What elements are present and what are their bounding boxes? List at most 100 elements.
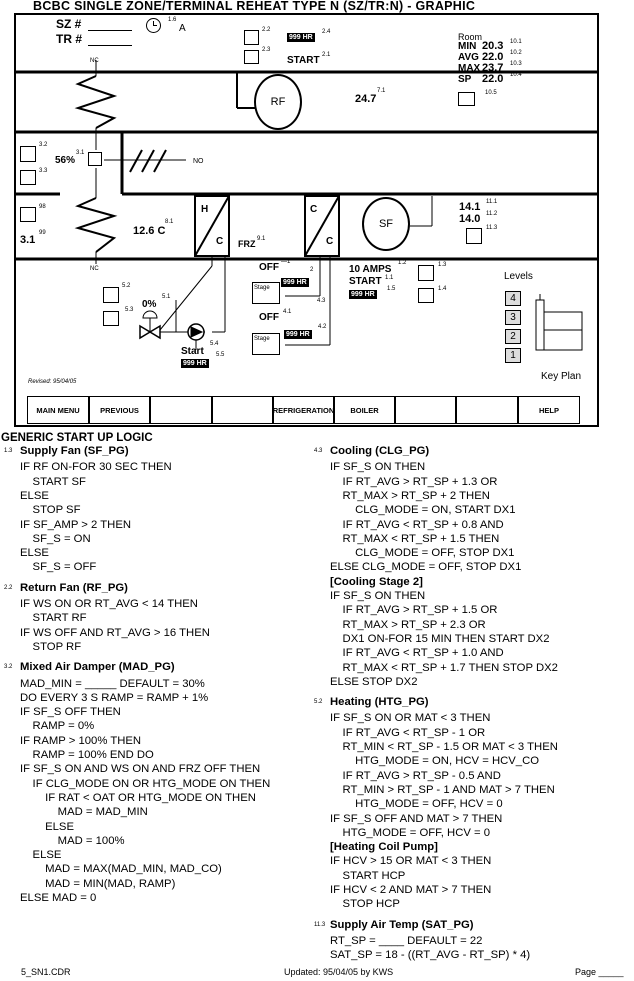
ref-10-5: 10.5	[485, 90, 497, 96]
logic-line: DO EVERY 3 S RAMP = RAMP + 1%	[20, 691, 209, 704]
stage1-runtime: 999 HR	[281, 278, 309, 287]
room-avg-value: 22.0	[482, 51, 504, 63]
logic-line: START RF	[20, 612, 87, 625]
schedule-icon[interactable]	[244, 30, 259, 45]
ref-2-1: 2.1	[322, 52, 331, 58]
logic-line: ELSE	[20, 849, 62, 862]
damper-actuator[interactable]	[88, 152, 102, 166]
section-heading: Cooling (CLG_PG)	[330, 445, 430, 457]
mad-schedule-icon[interactable]	[20, 146, 36, 162]
menu-button-3[interactable]	[150, 396, 212, 424]
boiler-button[interactable]: BOILER	[334, 396, 395, 424]
rf-start-status[interactable]: START	[287, 55, 320, 66]
logic-line: IF RT_AVG > RT_SP - 0.5 AND	[330, 769, 501, 782]
help-button[interactable]: HELP	[518, 396, 580, 424]
logic-line: RAMP = 0%	[20, 720, 95, 733]
logic-line: RT_MIN > RT_SP - 1 AND MAT > 7 THEN	[330, 783, 555, 796]
menu-button-7[interactable]	[395, 396, 456, 424]
logic-line: IF SF_S ON OR MAT < 3 THEN	[330, 712, 491, 725]
tr-field[interactable]	[88, 45, 132, 46]
refrigeration-button[interactable]: REFRIGERATION	[273, 396, 334, 424]
ref-3-2: 3.2	[39, 142, 48, 148]
section-heading: Heating (HTG_PG)	[330, 696, 429, 709]
stage1-box[interactable]: Stage	[252, 282, 280, 304]
logic-line: RT_SP = ____ DEFAULT = 22	[330, 934, 483, 947]
ref-9-1: 9.1	[257, 236, 266, 242]
logic-line: START HCP	[330, 869, 406, 882]
logic-line: ELSE	[20, 547, 49, 560]
clock-icon[interactable]	[146, 18, 161, 33]
ref-5-5: 5.5	[216, 352, 225, 358]
logic-line: SF_S = OFF	[20, 561, 97, 574]
mad-trend-icon[interactable]	[20, 170, 36, 185]
previous-button[interactable]: PREVIOUS	[89, 396, 150, 424]
logic-line: RT_MAX < RT_SP + 1.5 THEN	[330, 532, 500, 545]
logic-line: DX1 ON-FOR 15 MIN THEN START DX2	[330, 632, 550, 645]
room-min-value: 20.3	[482, 40, 504, 52]
room-max-label: MAX	[458, 63, 481, 74]
menu-button-8[interactable]	[456, 396, 518, 424]
supply-fan[interactable]: SF	[362, 197, 410, 251]
logic-line: IF SF_S ON THEN	[330, 461, 426, 474]
return-fan[interactable]: RF	[254, 74, 302, 130]
section-ref: 3.2	[4, 664, 13, 671]
cooling-coil-c: C	[326, 236, 334, 247]
ref-5-4: 5.4	[210, 341, 219, 347]
logic-line: IF RT_AVG < RT_SP + 1.0 AND	[330, 647, 504, 660]
htg-trend-icon[interactable]	[103, 311, 119, 326]
freezestat-label: FRZ	[238, 239, 256, 249]
ref-4-3: 4.3	[317, 298, 326, 304]
outside-air-temp: 3.1	[20, 234, 36, 246]
sz-field[interactable]	[88, 30, 132, 31]
logic-line: RT_MAX > RT_SP + 2.3 OR	[330, 618, 486, 631]
ref-8-1: 8.1	[165, 219, 174, 225]
ref-1-3: 1.3	[438, 262, 447, 268]
ref-11-1: 11.1	[486, 199, 498, 205]
footer-file: 5_SN1.CDR	[21, 967, 71, 977]
stage2-box[interactable]: Stage	[252, 333, 280, 355]
logic-line: IF RT_AVG < RT_SP + 0.8 AND	[330, 518, 504, 531]
logic-line: START SF	[20, 475, 86, 488]
stage2-status[interactable]: OFF	[259, 312, 279, 323]
logic-line: ELSE STOP DX2	[330, 675, 418, 688]
room-sp-value[interactable]: 22.0	[482, 73, 504, 85]
logic-line: CLG_MODE = OFF, STOP DX1	[330, 547, 515, 560]
sf-trend-icon[interactable]	[418, 288, 434, 303]
supply-air-temp-1: 14.1	[459, 201, 481, 213]
logic-line: ELSE CLG_MODE = OFF, STOP DX1	[330, 561, 522, 574]
logic-line: SF_S = ON	[20, 532, 91, 545]
room-min-label: MIN	[458, 41, 477, 52]
stage1-status[interactable]: OFF	[259, 262, 279, 273]
heating-coil-label: H	[201, 204, 209, 215]
logic-line: MAD = MAD_MIN	[20, 806, 148, 819]
level-4-button[interactable]: 4	[505, 291, 521, 306]
sat-schedule-icon[interactable]	[466, 228, 482, 244]
sz-label: SZ #	[56, 17, 82, 31]
menu-button-4[interactable]	[212, 396, 273, 424]
clock-ref: 1.6	[168, 17, 177, 23]
ref-3-1: 3.1	[76, 150, 85, 156]
section-ref: 1.3	[4, 448, 13, 454]
sf-runtime: 999 HR	[349, 290, 377, 299]
level-1-button[interactable]: 1	[505, 348, 521, 363]
oat-trend-icon[interactable]	[20, 207, 36, 222]
sf-schedule-icon[interactable]	[418, 265, 434, 281]
sf-label: SF	[378, 218, 394, 230]
room-label: Room	[458, 32, 483, 42]
logic-line: IF HCV > 15 OR MAT < 3 THEN	[330, 855, 492, 868]
room-trend-icon[interactable]	[458, 92, 475, 106]
pump-start-status[interactable]: Start	[181, 346, 204, 357]
level-3-button[interactable]: 3	[505, 310, 521, 325]
trend-icon[interactable]	[244, 50, 259, 64]
sf-start-status[interactable]: START	[349, 276, 382, 287]
heating-valve-position: 0%	[142, 299, 157, 310]
ref-5-3: 5.3	[125, 307, 134, 313]
htg-schedule-icon[interactable]	[103, 287, 119, 303]
mad-position: 56%	[55, 155, 76, 166]
ref-5-1: 5.1	[162, 294, 171, 300]
ref-10-4: 10.4	[510, 72, 522, 78]
main-menu-button[interactable]: MAIN MENU	[27, 396, 89, 424]
level-2-button[interactable]: 2	[505, 329, 521, 344]
ref-1-1: 1.1	[385, 275, 394, 281]
